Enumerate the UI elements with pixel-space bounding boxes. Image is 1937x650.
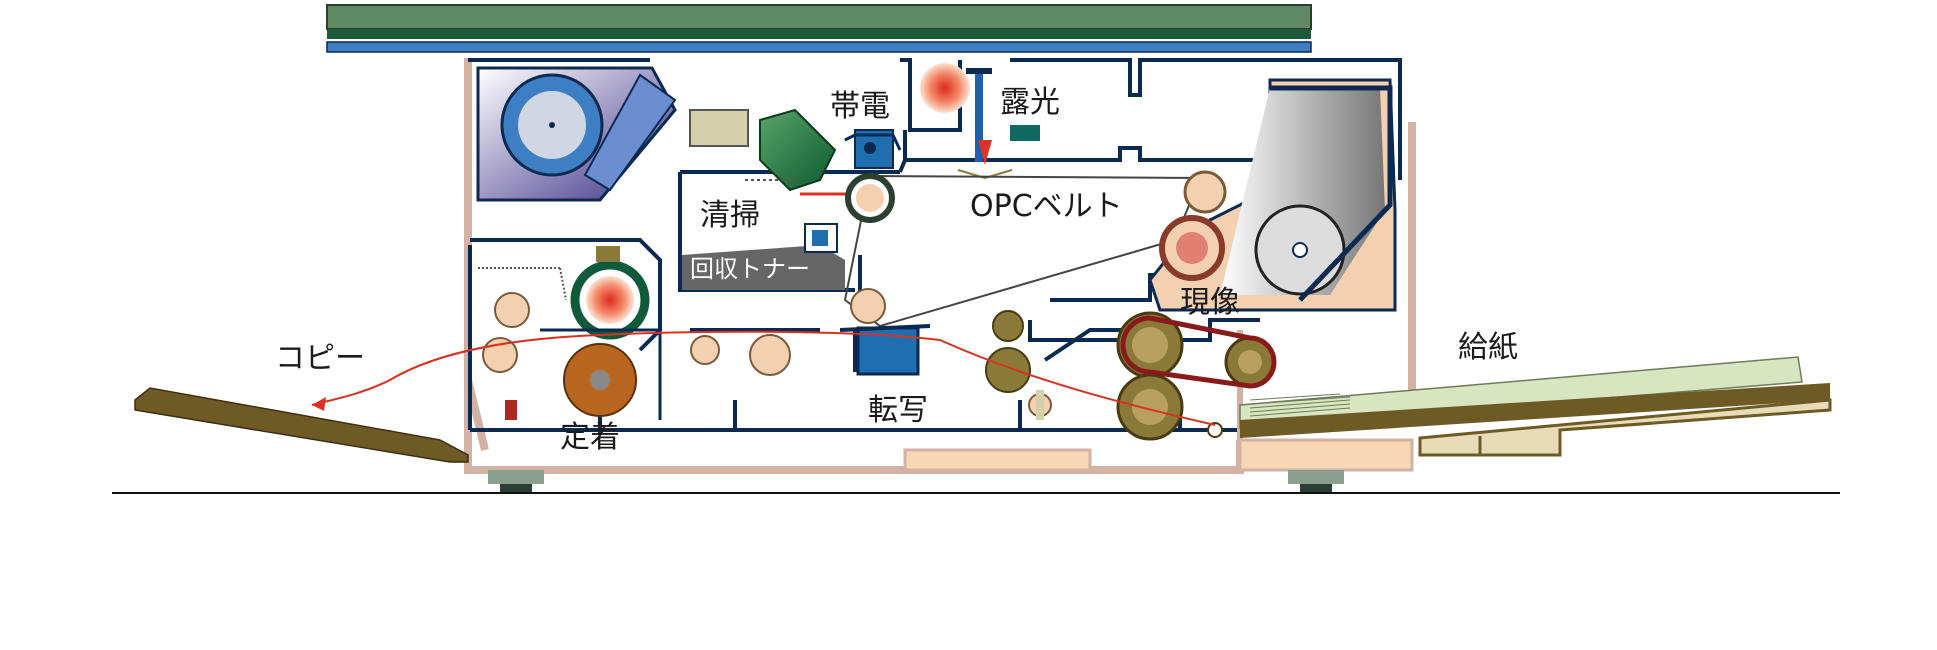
output-tray [134,387,469,463]
machine-feet [488,470,1344,492]
label-charging: 帯電 [830,89,890,124]
label-recovered-toner: 回収トナー [690,255,810,283]
paper-feed-tray [1239,356,1832,457]
cooling-fan [476,66,677,202]
label-transfer: 転写 [868,393,928,428]
label-fixing: 定着 [560,420,620,455]
label-opc-belt: OPCベルト [970,189,1123,224]
feed-base-peach [1238,438,1414,472]
bottom-tray-peach [903,448,1092,472]
opc-belt-rollers [845,170,1227,324]
charging-unit [844,129,902,169]
label-exposure: 露光 [1000,85,1060,120]
label-cleaning: 清掃 [700,198,760,233]
path-rollers [690,310,1052,420]
developer-unit [1148,78,1397,312]
opc-belt [843,174,1202,328]
label-paper-feed: 給紙 [1458,330,1518,365]
label-development: 現像 [1180,285,1240,320]
platen-scanner [326,4,1312,53]
label-copy: コピー [275,341,365,376]
feed-rollers [1116,311,1277,441]
paper-path [311,330,1216,426]
cleaning-unit [682,108,855,290]
exposure-unit [920,63,1040,180]
